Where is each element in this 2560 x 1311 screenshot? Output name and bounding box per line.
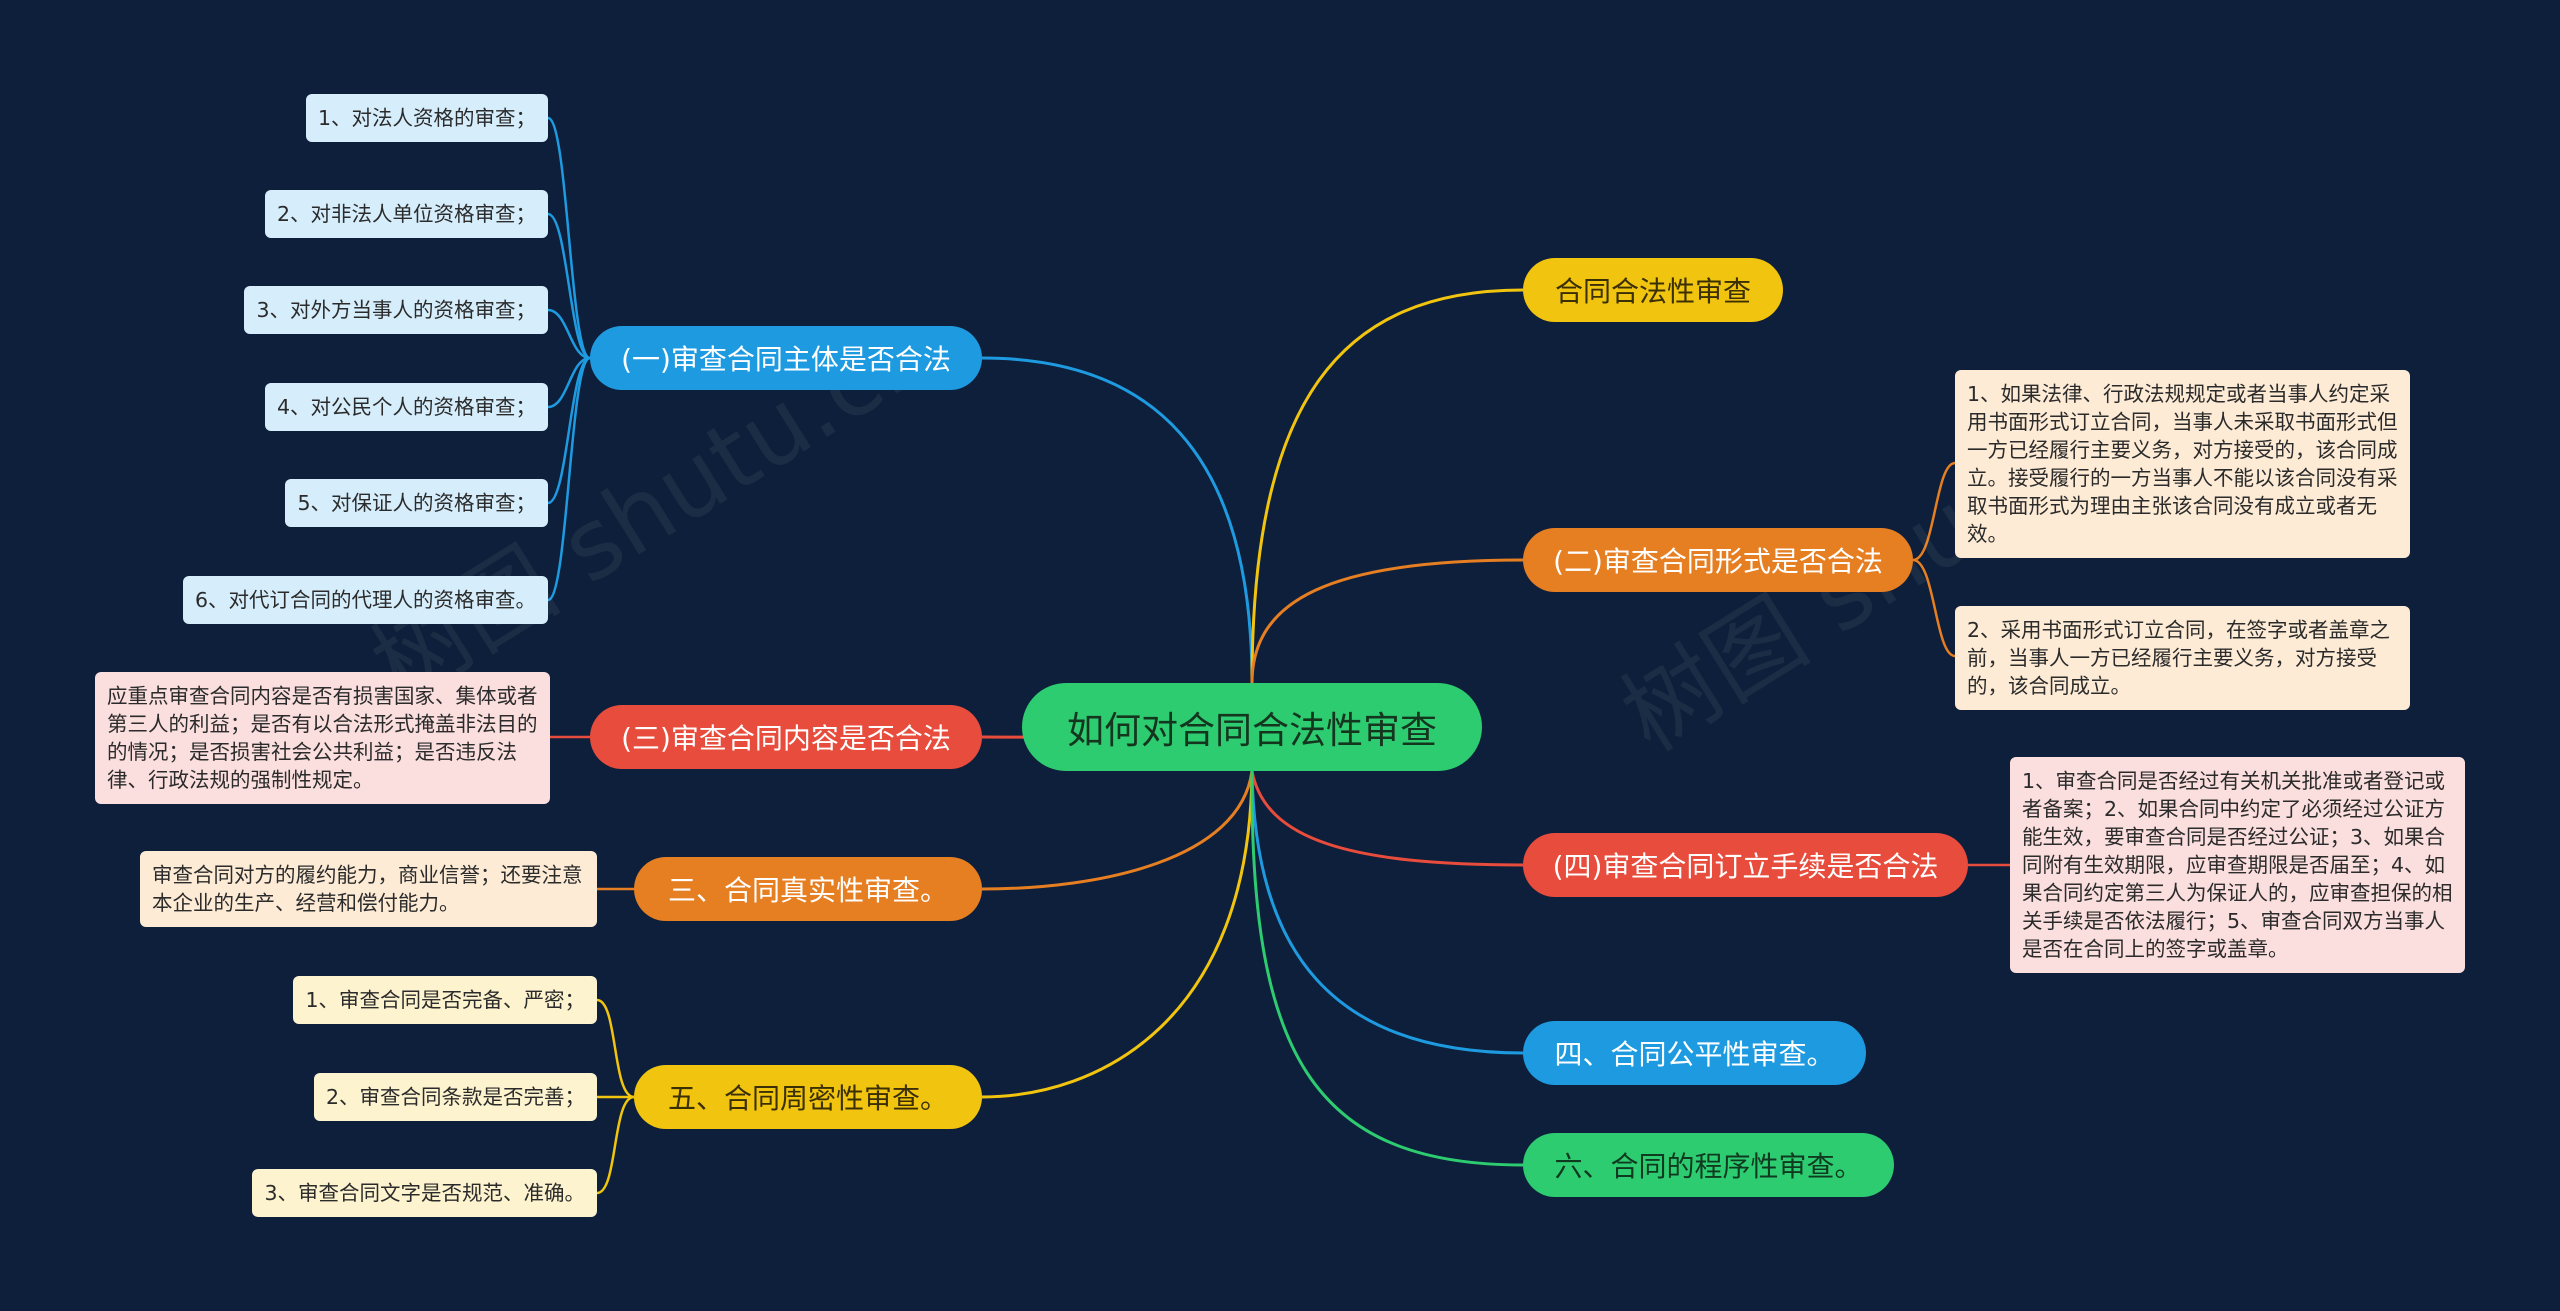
links-b1-leaves xyxy=(547,116,591,602)
branch-procedural[interactable]: 六、合同的程序性审查。 xyxy=(1523,1133,1894,1197)
links-b6-leaves xyxy=(1912,461,1956,658)
branch-contract-subject[interactable]: (一)审查合同主体是否合法 xyxy=(590,326,982,390)
branch-legality-review[interactable]: 合同合法性审查 xyxy=(1523,258,1783,322)
link-root-b9 xyxy=(1250,770,1524,1167)
branch-thoroughness[interactable]: 五、合同周密性审查。 xyxy=(634,1065,982,1129)
link-root-b5 xyxy=(1250,288,1524,684)
links-b4-leaves xyxy=(596,998,635,1195)
root-topic[interactable]: 如何对合同合法性审查 xyxy=(1022,683,1482,771)
branch-signing-procedures[interactable]: (四)审查合同订立手续是否合法 xyxy=(1523,833,1968,897)
link-root-b8 xyxy=(1250,770,1524,1055)
branch-contract-content[interactable]: (三)审查合同内容是否合法 xyxy=(590,705,982,769)
leaf-item[interactable]: 2、对非法人单位资格审查； xyxy=(264,190,548,238)
leaf-item[interactable]: 4、对公民个人的资格审查； xyxy=(264,383,548,431)
branch-contract-form[interactable]: (二)审查合同形式是否合法 xyxy=(1523,528,1913,592)
leaf-item[interactable]: 1、对法人资格的审查； xyxy=(305,94,548,142)
leaf-item[interactable]: 6、对代订合同的代理人的资格审查。 xyxy=(182,576,548,624)
leaf-authenticity-detail[interactable]: 审查合同对方的履约能力，商业信誉；还要注意本企业的生产、经营和偿付能力。 xyxy=(140,851,597,927)
branch-authenticity[interactable]: 三、合同真实性审查。 xyxy=(634,857,982,921)
leaf-item[interactable]: 3、对外方当事人的资格审查； xyxy=(244,286,548,334)
link-root-b1 xyxy=(981,356,1254,684)
leaf-item[interactable]: 5、对保证人的资格审查； xyxy=(285,479,548,527)
leaf-item[interactable]: 2、审查合同条款是否完善； xyxy=(313,1073,597,1121)
link-root-b7 xyxy=(1250,770,1524,867)
leaf-form-detail-2[interactable]: 2、采用书面形式订立合同，在签字或者盖章之前，当事人一方已经履行主要义务，对方接… xyxy=(1955,606,2410,710)
leaf-item[interactable]: 3、审查合同文字是否规范、准确。 xyxy=(252,1169,597,1217)
leaf-item[interactable]: 1、审查合同是否完备、严密； xyxy=(293,976,597,1024)
leaf-form-detail-1[interactable]: 1、如果法律、行政法规规定或者当事人约定采用书面形式订立合同，当事人未采取书面形… xyxy=(1955,370,2410,558)
link-root-b3 xyxy=(981,770,1254,891)
leaf-procedures-detail[interactable]: 1、审查合同是否经过有关机关批准或者登记或者备案；2、如果合同中约定了必须经过公… xyxy=(2010,757,2465,973)
link-root-b4 xyxy=(981,770,1254,1099)
link-root-b6 xyxy=(1250,558,1524,684)
branch-fairness[interactable]: 四、合同公平性审查。 xyxy=(1523,1021,1866,1085)
leaf-content-detail[interactable]: 应重点审查合同内容是否有损害国家、集体或者第三人的利益；是否有以合法形式掩盖非法… xyxy=(95,672,550,804)
